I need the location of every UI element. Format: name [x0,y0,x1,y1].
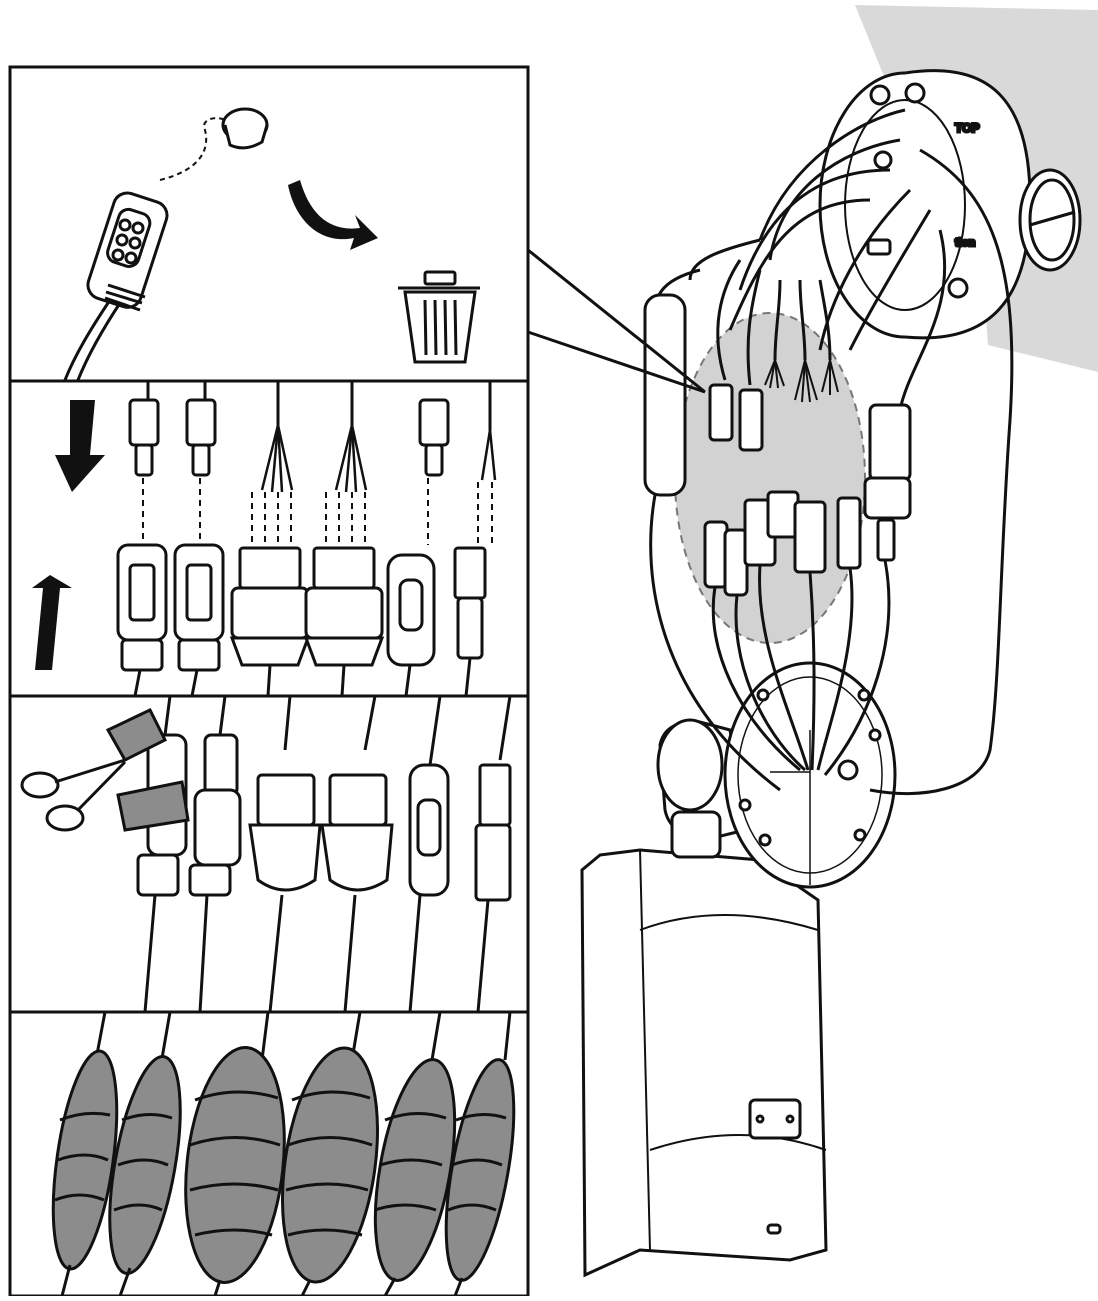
camera-arm [656,718,747,859]
taped-bundle [51,1012,119,1296]
taped-bundle [281,1012,379,1296]
taped-bundle [444,1012,516,1296]
top-cable-ends [128,381,492,477]
cables-to-plate [649,494,891,792]
taped-bundle [184,1012,286,1296]
lower-connectors [703,490,896,597]
trash-bin-icon [398,270,480,364]
wall-mount-scene: TOP tion [580,5,1098,1278]
taped-bundle [108,1012,182,1296]
cap-tether [159,117,226,181]
arrow-down-icon [55,400,105,492]
junction-box: TOP tion [818,69,1032,340]
tape-icon [105,708,190,832]
panel-step-2 [10,381,528,696]
thin-wires [764,359,839,403]
bottom-cables [133,657,472,696]
cap-icon [221,107,269,150]
connected-pairs [136,696,512,1012]
zoom-highlight-area [674,312,866,644]
callout-lines [527,248,706,394]
panel-step-3 [10,696,528,1012]
panel-step-4 [10,1012,528,1296]
curved-arrow-icon [288,180,378,250]
arrow-up-icon [32,575,72,670]
dashed-guides [142,478,493,545]
panel-step-1 [10,67,528,381]
cable-with-socket [63,191,169,381]
upper-plugs [643,293,912,520]
bracket-hint-label: tion [955,237,975,249]
screw-cap-icon [1018,168,1082,272]
scissors-icon [20,758,127,832]
wire-fans [260,424,497,493]
taped-bundles [51,1012,516,1296]
cable-bundle [654,108,1014,796]
camera-housing [580,848,828,1278]
mounting-plate [723,661,897,889]
bottom-connectors [116,543,487,672]
bracket-top-label: TOP [955,121,979,135]
